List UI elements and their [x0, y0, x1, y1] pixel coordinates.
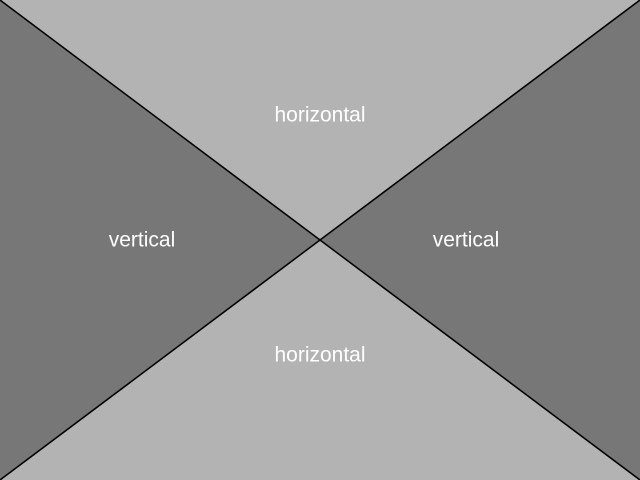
label-left: vertical: [109, 229, 176, 252]
region-bottom: [0, 240, 640, 480]
region-left: [0, 0, 320, 480]
label-top: horizontal: [274, 104, 365, 127]
region-right: [320, 0, 640, 480]
label-right: vertical: [433, 229, 500, 252]
label-bottom: horizontal: [274, 344, 365, 367]
region-top: [0, 0, 640, 240]
